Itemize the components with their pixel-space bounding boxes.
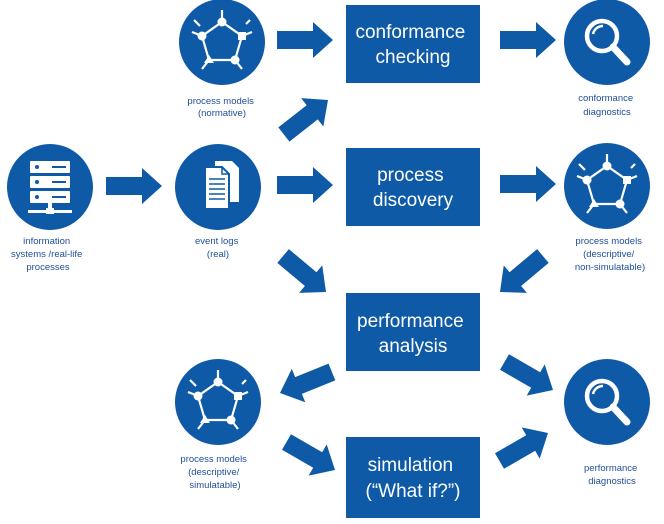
arrow-icon-models-to-performance — [488, 242, 555, 306]
sim-models-label-line2: (descriptive/ — [188, 467, 240, 478]
conformance-box-line2: checking — [376, 47, 451, 68]
perf-diag-label-line2: diagnostics — [588, 476, 636, 487]
normative-label-line1: process models — [187, 96, 254, 107]
arrow-icon-performance-to-sim-models — [273, 355, 339, 410]
event-logs-label-line1: event logs — [195, 236, 239, 247]
svg-text:performance analysis: performance analysis — [357, 311, 469, 357]
arrow-icon-discovery-to-models — [500, 166, 556, 202]
sim-models-label-line3: simulatable) — [189, 480, 240, 491]
arrow-icon-systems-to-logs — [106, 168, 162, 204]
conformance-box-line1: conformance — [355, 22, 465, 43]
process-model-normative-icon — [177, 0, 267, 87]
arrow-icon-performance-to-diagnostics — [495, 346, 562, 406]
performance-box-line1: performance — [357, 311, 464, 332]
svg-text:process discovery: process discovery — [373, 165, 454, 211]
arrow-icon-logs-to-discovery — [277, 167, 333, 203]
non-sim-label-line2: (descriptive/ — [583, 249, 635, 260]
process-model-non-simulatable-icon — [562, 141, 652, 231]
arrow-icon-logs-to-conformance — [272, 85, 340, 149]
svg-text:conformance checking: conformance checking — [355, 22, 470, 68]
event-logs-label-line2: (real) — [207, 249, 229, 260]
info-systems-label-line2: systems /real-life — [11, 249, 82, 260]
document-icon — [175, 144, 261, 230]
info-systems-label-line3: processes — [26, 262, 70, 273]
svg-text:event logs (real): event logs (real) — [195, 236, 241, 260]
svg-text:simulation (“What if?”): simulation (“What if?”) — [366, 455, 461, 502]
non-sim-label-line1: process models — [575, 236, 642, 247]
normative-label-line2: (normative) — [198, 108, 246, 119]
svg-text:information systems /real-: information systems /real-life processes — [11, 236, 85, 273]
performance-box-line2: analysis — [379, 336, 448, 357]
non-sim-label-line3: non-simulatable) — [575, 262, 645, 273]
simulation-box-line1: simulation — [368, 455, 454, 476]
process-model-simulatable-icon — [173, 357, 263, 447]
discovery-box-line2: discovery — [373, 190, 454, 211]
info-systems-label-line1: information — [23, 236, 70, 247]
arrow-icon-conformance-to-diagnostics — [500, 22, 556, 58]
performance-analysis-box: performance analysis — [346, 293, 480, 371]
svg-text:conformance diagnostics: conformance diagnostics — [578, 93, 636, 118]
simulation-box-line2: (“What if?”) — [366, 481, 461, 502]
conf-diag-label-line2: diagnostics — [583, 107, 631, 118]
discovery-box-line1: process — [377, 165, 444, 186]
simulation-box: simulation (“What if?”) — [346, 437, 480, 518]
perf-diag-label-line1: performance — [584, 463, 637, 474]
conf-diag-label-line1: conformance — [578, 93, 633, 104]
svg-text:process models (normative): process models (normative) — [187, 96, 256, 119]
magnifier-icon-conformance — [564, 0, 650, 85]
arrow-icon-normative-to-conformance — [277, 22, 333, 58]
magnifier-icon-performance — [564, 359, 650, 445]
server-icon — [7, 144, 93, 230]
arrow-icon-sim-models-to-simulation — [277, 426, 344, 486]
svg-text:process models (descriptiv: process models (descriptive/ simulatable… — [180, 454, 249, 491]
svg-text:performance diagnostics: performance diagnostics — [584, 463, 640, 487]
process-discovery-box: process discovery — [346, 148, 480, 226]
sim-models-label-line1: process models — [180, 454, 247, 465]
conformance-checking-box: conformance checking — [346, 5, 480, 83]
arrow-icon-logs-to-performance — [271, 242, 338, 306]
arrow-icon-simulation-to-diagnostics — [490, 417, 557, 477]
svg-text:process models (descriptiv: process models (descriptive/ non-simulat… — [575, 236, 645, 273]
